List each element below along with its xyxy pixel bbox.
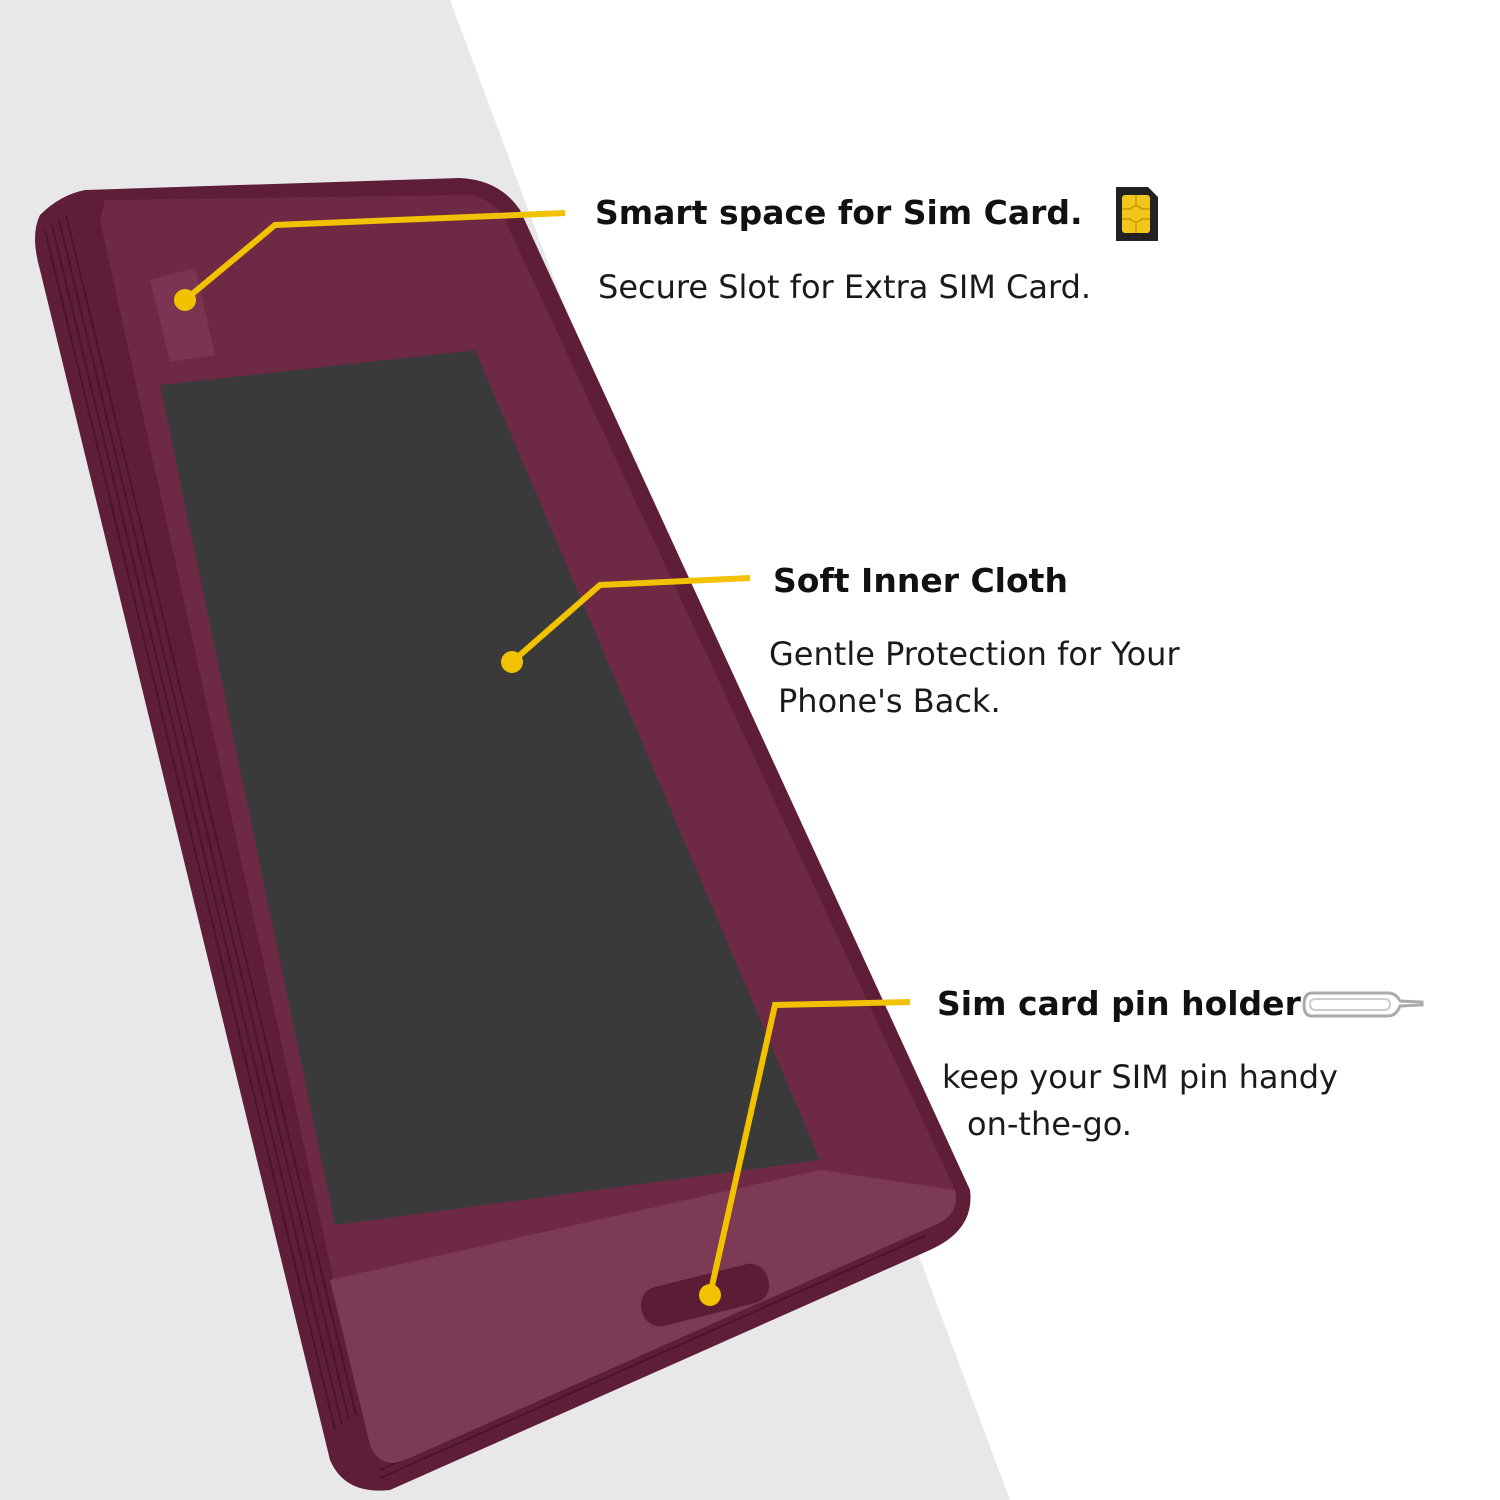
leader-dots [174,289,721,1306]
callout-subtitle-inner-cloth-line2: Phone's Back. [778,682,1001,720]
leader-lines [183,210,911,1296]
callout-subtitle-inner-cloth-line1: Gentle Protection for Your [769,635,1180,673]
callout-title-pin-holder: Sim card pin holder [937,984,1301,1023]
callout-title-sim-space: Smart space for Sim Card. [595,193,1083,232]
sim-ejector-pin-icon [1302,991,1424,1018]
soft-inner-cloth [160,350,820,1225]
case-interior-lower [330,1170,956,1463]
sim-card-icon [1116,187,1158,241]
callout-title-inner-cloth: Soft Inner Cloth [773,561,1068,600]
callout-subtitle-sim-space: Secure Slot for Extra SIM Card. [598,268,1092,306]
callout-subtitle-pin-holder-line2: on-the-go. [967,1105,1132,1143]
callout-subtitle-pin-holder-line1: keep your SIM pin handy [942,1058,1338,1096]
